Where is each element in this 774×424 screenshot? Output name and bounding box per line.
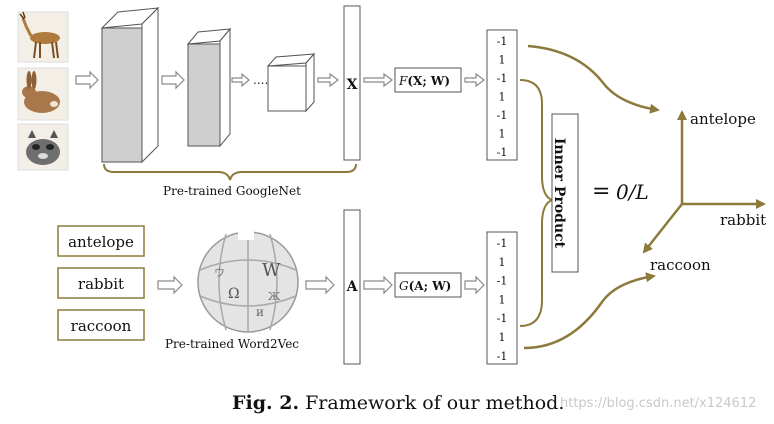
bottom-vector-cell: -1 — [497, 312, 508, 325]
cnn-layer-3 — [266, 52, 316, 113]
arrow-wiki-to-a — [305, 275, 335, 295]
arrow-a-to-g — [363, 275, 393, 295]
watermark: https://blog.csdn.net/x124612 — [560, 396, 757, 411]
antelope-image — [17, 11, 69, 63]
f-func-name: F — [398, 74, 408, 88]
curve-top-to-embedding — [527, 44, 660, 114]
bottom-vector-cell: 1 — [499, 256, 506, 269]
embedding-axes: antelope rabbit raccoon — [642, 110, 766, 274]
axis-label-rabbit: rabbit — [720, 211, 766, 229]
rabbit-image — [17, 67, 69, 121]
class-box-antelope — [57, 225, 145, 257]
arrow-cnn-3-to-x — [317, 72, 339, 88]
wikipedia-globe-icon: W Ω и ウ Ж — [197, 230, 299, 333]
top-vector-cell: -1 — [497, 146, 508, 159]
a-feature-box: A — [343, 209, 361, 365]
figure-caption: Fig. 2. Framework of our method. — [232, 392, 564, 414]
top-vector-cell: -1 — [497, 35, 508, 48]
svg-text:Ж: Ж — [268, 290, 281, 303]
curve-bottom-to-embedding — [523, 272, 656, 350]
bottom-vector-cell: -1 — [497, 350, 508, 363]
class-name-boxes: antelope rabbit raccoon — [57, 225, 145, 341]
arrow-images-to-cnn — [75, 70, 99, 90]
class-label-rabbit: rabbit — [78, 275, 124, 293]
cnn-layer-2 — [186, 27, 232, 148]
axis-raccoon — [642, 203, 683, 254]
cnn-layer-1 — [100, 6, 160, 164]
top-vector-cell: 1 — [499, 91, 506, 104]
svg-text:Ω: Ω — [228, 286, 240, 302]
svg-text:W: W — [262, 260, 281, 281]
inner-product-label: Inner Product — [551, 138, 567, 249]
googlenet-brace — [103, 163, 357, 181]
x-label: X — [347, 77, 358, 93]
bottom-binary-vector: -1 1 -1 1 -1 1 -1 — [486, 231, 518, 365]
class-box-raccoon — [57, 309, 145, 341]
f-func-args: (X; W) — [407, 74, 450, 88]
zero-one-loss: 0/L — [616, 180, 649, 204]
arrow-x-to-f — [363, 72, 393, 88]
bottom-vector-cell: 1 — [499, 293, 506, 306]
class-label-antelope: antelope — [68, 233, 134, 251]
input-images — [17, 11, 69, 171]
bottom-vector-cell: -1 — [497, 237, 508, 250]
axis-label-antelope: antelope — [690, 110, 756, 128]
arrow-cnn-2-to-dots — [231, 72, 250, 88]
arrow-classes-to-wiki — [157, 275, 183, 295]
arrow-cnn-1-to-2 — [161, 70, 185, 90]
top-vector-cell: 1 — [499, 54, 506, 67]
caption-text: Framework of our method. — [305, 392, 565, 414]
top-vector-cell: -1 — [497, 109, 508, 122]
equals-sign: = — [592, 179, 610, 204]
svg-text:F(X; W): F(X; W) — [398, 74, 450, 88]
svg-text:и: и — [256, 305, 264, 319]
inner-product-brace — [519, 79, 555, 327]
arrow-g-to-vector — [464, 275, 485, 295]
bottom-vector-cell: -1 — [497, 275, 508, 288]
g-func-name: G — [399, 279, 409, 293]
class-label-raccoon: raccoon — [71, 317, 132, 335]
top-vector-cell: -1 — [497, 72, 508, 85]
a-label: A — [346, 279, 359, 295]
class-box-rabbit — [57, 267, 145, 299]
arrow-f-to-vector — [464, 72, 485, 88]
word2vec-label: Pre-trained Word2Vec — [165, 337, 299, 351]
axis-label-raccoon: raccoon — [650, 256, 711, 274]
bottom-vector-cell: 1 — [499, 331, 506, 344]
top-vector-cell: 1 — [499, 128, 506, 141]
x-feature-box: X — [343, 5, 361, 161]
svg-text:G(A; W): G(A; W) — [399, 279, 451, 293]
g-func-args: (A; W) — [409, 279, 452, 293]
f-function-box: F(X; W) — [394, 67, 462, 93]
svg-text:ウ: ウ — [214, 266, 225, 279]
inner-product-box: Inner Product — [551, 113, 579, 273]
raccoon-image — [17, 123, 69, 171]
g-function-box: G(A; W) — [394, 272, 462, 298]
top-binary-vector: -1 1 -1 1 -1 1 -1 — [486, 29, 518, 161]
caption-prefix: Fig. 2. — [232, 392, 300, 414]
googlenet-label: Pre-trained GoogleNet — [163, 184, 301, 198]
